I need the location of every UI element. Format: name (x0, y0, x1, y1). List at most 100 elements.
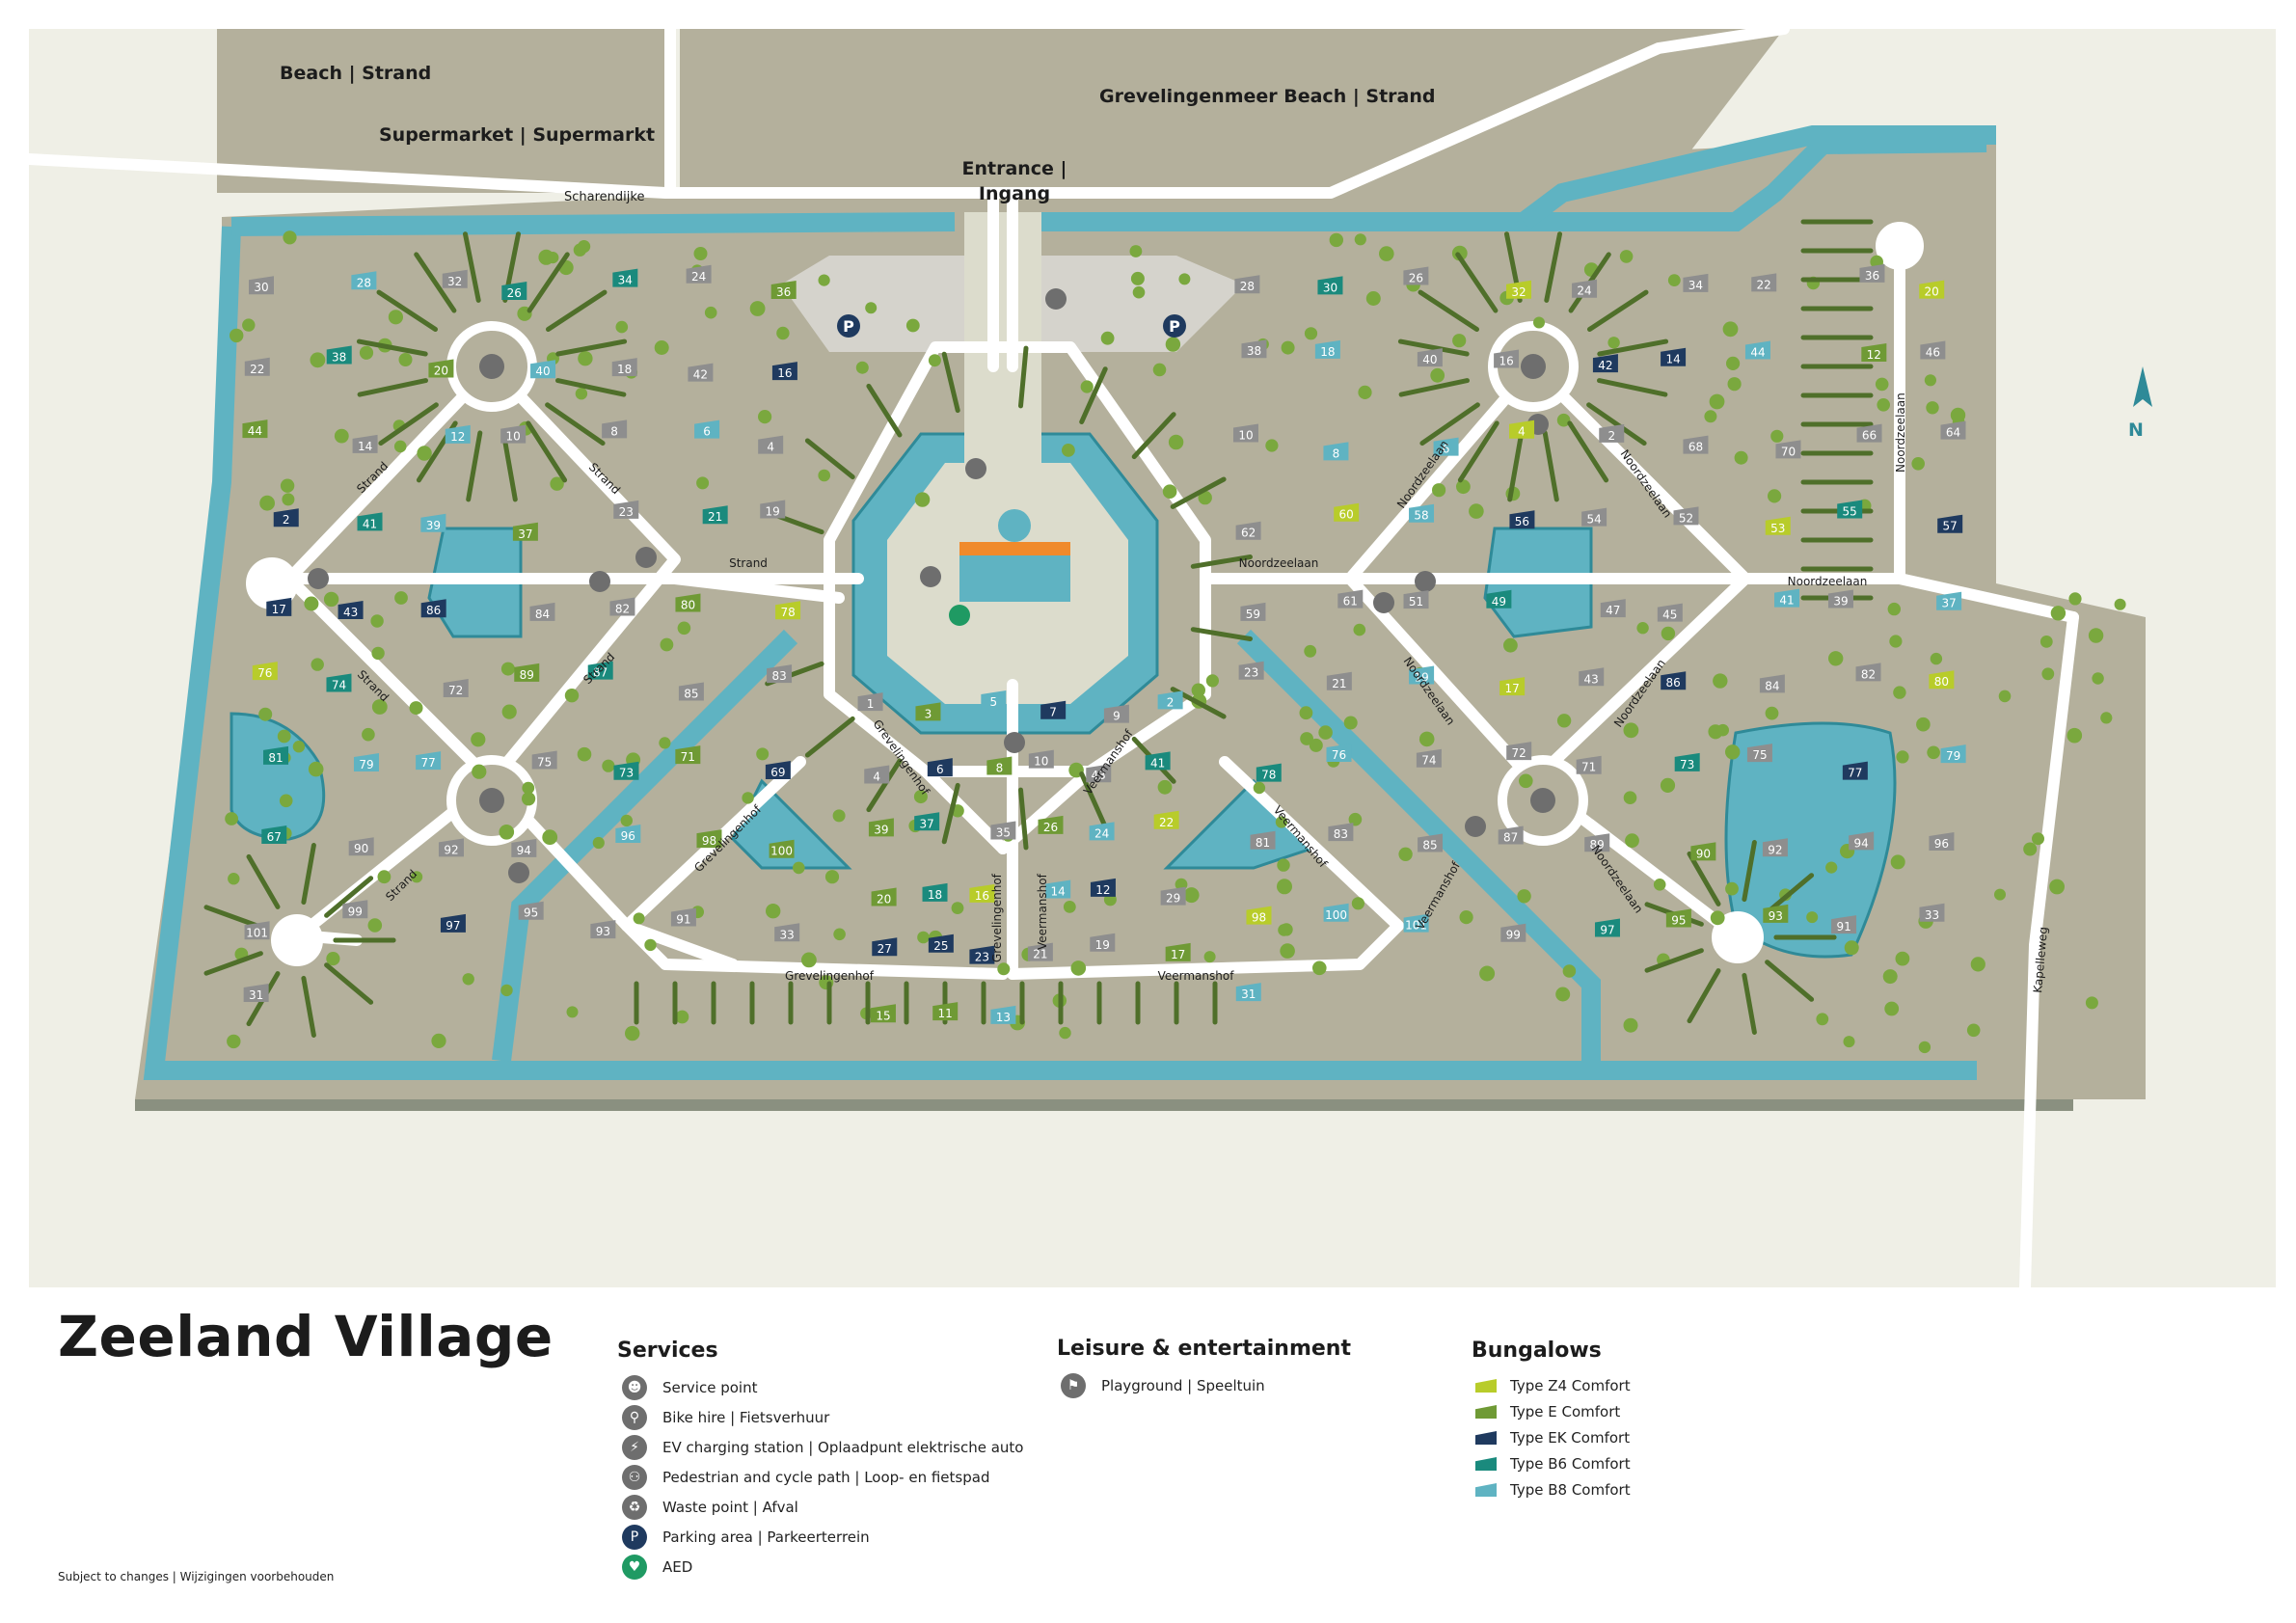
bungalow-tag[interactable]: 5 (981, 690, 1007, 709)
bungalow-tag[interactable]: 90 (1690, 842, 1716, 861)
bungalow-tag[interactable]: 40 (530, 360, 556, 379)
bungalow-tag[interactable]: 77 (1842, 761, 1868, 780)
bungalow-tag[interactable]: 55 (1837, 500, 1863, 519)
bungalow-tag[interactable]: 33 (774, 923, 800, 941)
bungalow-tag[interactable]: 22 (244, 357, 270, 376)
bungalow-tag[interactable]: 75 (1746, 744, 1772, 763)
bungalow-tag[interactable]: 16 (969, 883, 995, 903)
bungalow-tag[interactable]: 71 (1576, 755, 1602, 774)
bungalow-tag[interactable]: 2 (273, 508, 299, 527)
bungalow-tag[interactable]: 44 (1744, 340, 1770, 360)
bungalow-tag[interactable]: 26 (1038, 815, 1064, 834)
bungalow-tag[interactable]: 97 (440, 913, 466, 933)
bungalow-tag[interactable]: 27 (872, 937, 898, 957)
bungalow-tag[interactable]: 32 (442, 269, 468, 288)
bungalow-tag[interactable]: 28 (1234, 275, 1260, 294)
bungalow-tag[interactable]: 2 (1599, 423, 1625, 443)
bungalow-tag[interactable]: 47 (1600, 599, 1626, 618)
bungalow-tag[interactable]: 83 (767, 664, 793, 683)
bungalow-tag[interactable]: 16 (771, 362, 797, 380)
bungalow-tag[interactable]: 84 (1759, 674, 1785, 693)
bungalow-tag[interactable]: 26 (1403, 266, 1429, 285)
bungalow-tag[interactable]: 36 (770, 280, 797, 299)
bungalow-tag[interactable]: 51 (1403, 590, 1429, 609)
bungalow-tag[interactable]: 91 (1831, 915, 1857, 934)
bungalow-tag[interactable]: 60 (1334, 502, 1360, 522)
bungalow-tag[interactable]: 29 (1160, 886, 1186, 906)
bungalow-tag[interactable]: 4 (864, 765, 890, 784)
bungalow-tag[interactable]: 41 (357, 512, 383, 531)
bungalow-tag[interactable]: 18 (1314, 339, 1340, 359)
bungalow-tag[interactable]: 62 (1235, 521, 1261, 540)
bungalow-tag[interactable]: 70 (1775, 440, 1801, 459)
bungalow-tag[interactable]: 76 (1326, 744, 1352, 762)
bungalow-tag[interactable]: 46 (1920, 340, 1946, 360)
bungalow-tag[interactable]: 80 (675, 593, 701, 612)
bungalow-tag[interactable]: 15 (870, 1004, 896, 1022)
bungalow-tag[interactable]: 40 (1417, 348, 1443, 366)
bungalow-tag[interactable]: 101 (244, 921, 270, 939)
bungalow-tag[interactable]: 96 (615, 824, 641, 843)
bungalow-tag[interactable]: 83 (1328, 823, 1354, 842)
bungalow-tag[interactable]: 64 (1940, 420, 1966, 440)
bungalow-tag[interactable]: 98 (696, 829, 722, 849)
bungalow-tag[interactable]: 3 (915, 702, 941, 721)
bungalow-tag[interactable]: 43 (1086, 764, 1112, 783)
bungalow-tag[interactable]: 11 (932, 1002, 959, 1020)
bungalow-tag[interactable]: 26 (501, 281, 527, 300)
bungalow-tag[interactable]: 20 (871, 887, 897, 906)
bungalow-tag[interactable]: 92 (1762, 838, 1788, 856)
bungalow-tag[interactable]: 87 (1498, 825, 1524, 845)
bungalow-tag[interactable]: 14 (1661, 347, 1687, 366)
bungalow-tag[interactable]: 20 (1919, 280, 1945, 299)
bungalow-tag[interactable]: 94 (1849, 831, 1875, 850)
bungalow-tag[interactable]: 21 (1326, 671, 1352, 690)
bungalow-tag[interactable]: 78 (1256, 763, 1282, 782)
bungalow-tag[interactable]: 39 (1827, 589, 1853, 609)
bungalow-tag[interactable]: 4 (1509, 419, 1535, 439)
bungalow-tag[interactable]: 93 (1763, 904, 1789, 923)
bungalow-tag[interactable]: 59 (1240, 602, 1266, 621)
bungalow-tag[interactable]: 8 (986, 756, 1013, 775)
bungalow-tag[interactable]: 57 (1937, 514, 1963, 533)
bungalow-tag[interactable]: 33 (1919, 903, 1945, 922)
bungalow-tag[interactable]: 74 (326, 673, 352, 692)
bungalow-tag[interactable]: 42 (1592, 354, 1618, 373)
bungalow-tag[interactable]: 10 (500, 424, 527, 444)
bungalow-tag[interactable]: 81 (1250, 830, 1276, 850)
bungalow-tag[interactable]: 24 (686, 264, 712, 284)
bungalow-tag[interactable]: 24 (1572, 279, 1598, 298)
bungalow-tag[interactable]: 76 (252, 662, 278, 680)
bungalow-tag[interactable]: 14 (1045, 879, 1071, 899)
bungalow-tag[interactable]: 22 (1153, 810, 1179, 829)
bungalow-tag[interactable]: 53 (1765, 516, 1791, 535)
bungalow-tag[interactable]: 58 (1409, 503, 1435, 523)
bungalow-tag[interactable]: 43 (338, 600, 364, 619)
bungalow-tag[interactable]: 30 (1317, 276, 1343, 295)
bungalow-tag[interactable]: 6 (927, 758, 953, 777)
bungalow-tag[interactable]: 19 (1090, 933, 1116, 952)
bungalow-tag[interactable]: 86 (1661, 671, 1687, 690)
bungalow-tag[interactable]: 4 (758, 435, 784, 454)
bungalow-tag[interactable]: 100 (1323, 903, 1349, 922)
bungalow-tag[interactable]: 54 (1581, 507, 1607, 527)
bungalow-tag[interactable]: 39 (420, 513, 446, 532)
bungalow-tag[interactable]: 75 (531, 750, 557, 770)
bungalow-tag[interactable]: 41 (1145, 751, 1171, 771)
bungalow-tag[interactable]: 66 (1856, 423, 1882, 443)
bungalow-tag[interactable]: 34 (612, 268, 638, 287)
bungalow-tag[interactable]: 80 (1929, 670, 1955, 690)
bungalow-tag[interactable]: 89 (1584, 833, 1610, 852)
bungalow-tag[interactable]: 17 (1499, 677, 1526, 695)
bungalow-tag[interactable]: 96 (1929, 832, 1955, 852)
bungalow-tag[interactable]: 99 (1500, 923, 1526, 942)
bungalow-tag[interactable]: 79 (353, 753, 379, 772)
bungalow-tag[interactable]: 49 (1486, 589, 1512, 609)
bungalow-tag[interactable]: 69 (765, 760, 791, 779)
bungalow-tag[interactable]: 36 (1859, 263, 1885, 283)
bungalow-tag[interactable]: 39 (868, 818, 894, 837)
bungalow-tag[interactable]: 37 (914, 812, 940, 830)
bungalow-tag[interactable]: 18 (611, 358, 637, 376)
bungalow-tag[interactable]: 7 (1040, 700, 1067, 719)
bungalow-tag[interactable]: 9 (1103, 704, 1129, 723)
